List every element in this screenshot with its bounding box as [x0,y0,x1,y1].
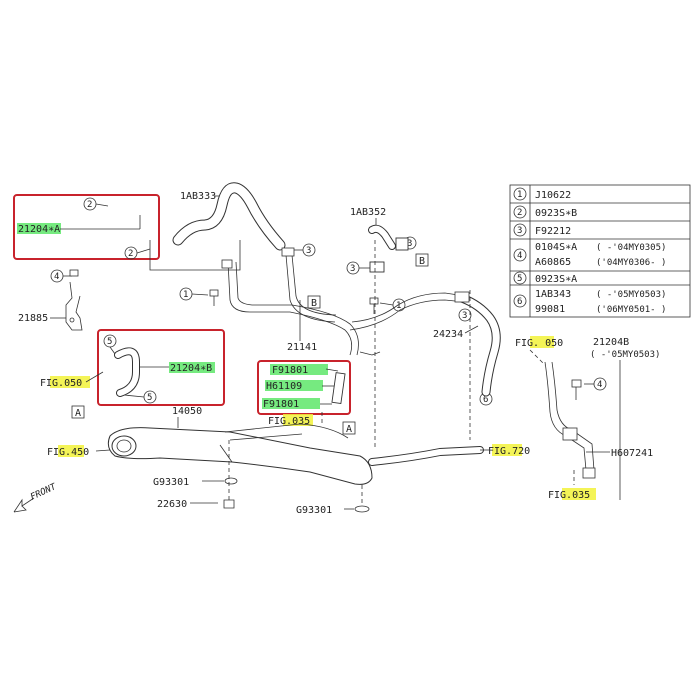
svg-text:4: 4 [597,380,602,390]
label-g93301-a: G93301 [153,477,189,488]
svg-text:3: 3 [350,264,355,274]
table-part-6a: 1AB343 [535,289,571,300]
svg-text:3: 3 [462,311,467,321]
hose-24234 [454,291,501,397]
label-1ab352: 1AB352 [350,207,386,218]
label-21204b: 21204∗B [170,363,212,374]
table-num-2: 2 [517,208,522,218]
svg-text:5: 5 [147,393,152,403]
table-num-4: 4 [517,251,522,261]
label-f91801-a: F91801 [272,365,308,376]
hose-1ab352 [368,224,409,273]
callout-table: 1 2 3 4 5 6 J10622 0923S∗B F92212 0104S∗… [509,184,691,318]
table-part-2: 0923S∗B [535,208,577,219]
hose-21204b-right [544,361,596,479]
hose-1ab333 [172,182,286,251]
table-num-1: 1 [517,190,522,200]
ref-b-mid: B [311,298,317,309]
table-num-5: 5 [517,274,522,284]
label-h61109: H61109 [266,381,302,392]
table-part-6b: 99081 [535,304,565,315]
detail-box-f91801: F91801 H61109 F91801 [257,360,351,415]
label-g93301-b: G93301 [296,505,332,516]
table-note-6a: ( -'05MY0503) [596,290,666,300]
label-21141: 21141 [287,342,317,353]
table-part-5: 0923S∗A [535,274,577,285]
label-24234: 24234 [433,329,463,340]
fig-035-right: FIG.035 [548,490,590,501]
label-1ab333: 1AB333 [180,191,216,202]
svg-text:1: 1 [396,301,401,311]
detail-box-21204b: 21204∗B 5 5 [97,329,225,406]
svg-text:3: 3 [306,246,311,256]
pipe-14050 [107,423,490,513]
guide-lines [149,240,575,505]
svg-text:5: 5 [107,337,112,347]
fig-050-left: FIG.050 [40,378,82,389]
label-21204b-right: 21204B [593,337,629,348]
table-num-6: 6 [517,297,522,307]
table-note-4b: ('04MY0306- ) [596,258,666,268]
label-21885: 21885 [18,313,48,324]
label-f91801-b: F91801 [263,399,299,410]
svg-text:2: 2 [87,200,92,210]
callouts: 3 3 3 1 1 4 4 6 3 [50,236,607,406]
table-num-3: 3 [517,226,522,236]
bolts [209,289,582,400]
table-part-3: F92212 [535,226,571,237]
label-21204a: 21204∗A [18,224,60,235]
bracket-21885 [65,269,83,331]
ref-b-right: B [419,256,425,267]
table-note-4a: ( -'04MY0305) [596,243,666,253]
pipe-21141 [221,247,466,356]
table-part-4a: 0104S∗A [535,242,577,253]
label-h607241: H607241 [611,448,653,459]
ref-a-mid: A [346,424,352,435]
table-note-6b: ('06MY0501- ) [596,305,666,315]
svg-text:3: 3 [407,239,412,249]
svg-text:6: 6 [483,395,488,405]
table-part-4b: A60865 [535,257,571,268]
fig-450: FIG.450 [47,447,89,458]
front-indicator: FRONT [13,482,58,513]
label-22630: 22630 [157,499,187,510]
svg-text:4: 4 [54,272,59,282]
fig-720: FIG.720 [488,446,530,457]
detail-box-21204a: 21204∗A 2 2 [13,194,160,260]
svg-text:1: 1 [183,290,188,300]
fig-050-right: FIG. 050 [515,338,563,349]
svg-text:2: 2 [128,249,133,259]
front-label: FRONT [29,482,58,503]
fig-035-mid: FIG.035 [268,416,310,427]
label-21204b-right-note: ( -'05MY0503) [590,350,660,360]
ref-a-left: A [75,408,81,419]
table-part-1: J10622 [535,190,571,201]
label-14050: 14050 [172,406,202,417]
